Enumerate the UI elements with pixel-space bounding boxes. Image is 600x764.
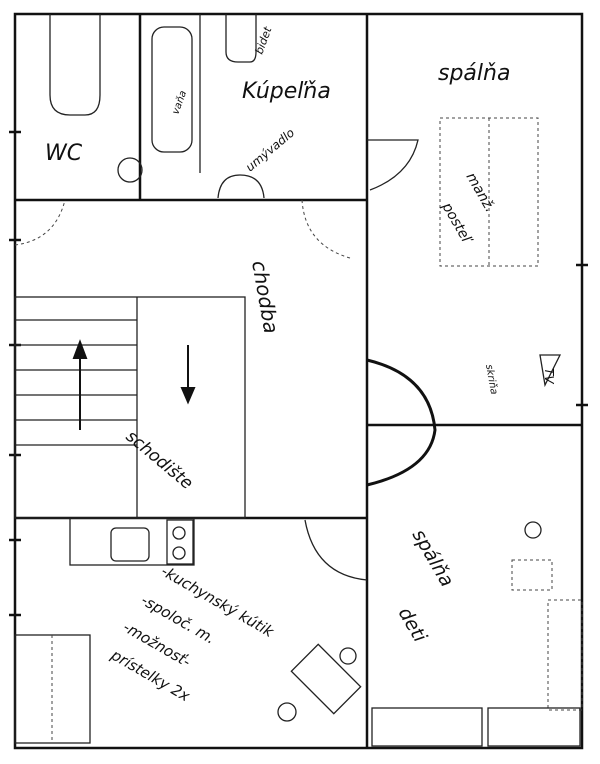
label-bathtub: vaňa bbox=[170, 89, 190, 116]
washbasin-icon bbox=[217, 174, 265, 199]
bed-icon bbox=[547, 599, 583, 711]
room-label-stairs: schodište bbox=[122, 427, 197, 494]
stove-icon bbox=[166, 519, 194, 565]
tv-icon bbox=[539, 354, 562, 388]
bidet-icon bbox=[225, 14, 257, 63]
label-tv: TV bbox=[542, 368, 556, 384]
kitchen-counter bbox=[69, 517, 195, 566]
bedroom-door bbox=[367, 139, 419, 191]
room-label-bathroom: Kúpeľňa bbox=[242, 79, 331, 104]
label-wardrobe: skriňa bbox=[483, 363, 500, 395]
wall-ticks bbox=[9, 130, 588, 617]
staircase bbox=[14, 296, 246, 519]
room-label-kids-1: spálňa bbox=[408, 526, 458, 591]
label-bed-1: manž. bbox=[463, 170, 498, 215]
note-1: -kuchynský kútik bbox=[158, 562, 278, 642]
bed-icon bbox=[487, 707, 581, 747]
room-label-bedroom: spálňa bbox=[438, 61, 510, 86]
nightstand-icon bbox=[524, 521, 542, 539]
room-label-kids-2: deti bbox=[394, 604, 432, 647]
room-label-wc: WC bbox=[45, 141, 83, 166]
wc-door-swing bbox=[14, 199, 66, 246]
label-bed-2: posteľ bbox=[438, 199, 475, 248]
kitchen-door bbox=[304, 519, 368, 581]
bed-icon bbox=[371, 707, 483, 747]
wc-sink-icon bbox=[117, 157, 143, 183]
room-label-hallway: chodba bbox=[247, 259, 283, 336]
bathtub-icon bbox=[151, 26, 193, 153]
table-icon bbox=[290, 643, 362, 715]
double-door bbox=[366, 358, 437, 487]
kitchen-sink-icon bbox=[110, 527, 150, 562]
label-sink: umývadlo bbox=[243, 126, 297, 175]
toilet-icon bbox=[49, 14, 101, 116]
chair-icon bbox=[339, 647, 357, 665]
bath-door-swing bbox=[301, 199, 351, 259]
kitchen-notes: -kuchynský kútik -spoloč. m. -možnosť- p… bbox=[107, 562, 278, 706]
chair-icon bbox=[277, 702, 297, 722]
